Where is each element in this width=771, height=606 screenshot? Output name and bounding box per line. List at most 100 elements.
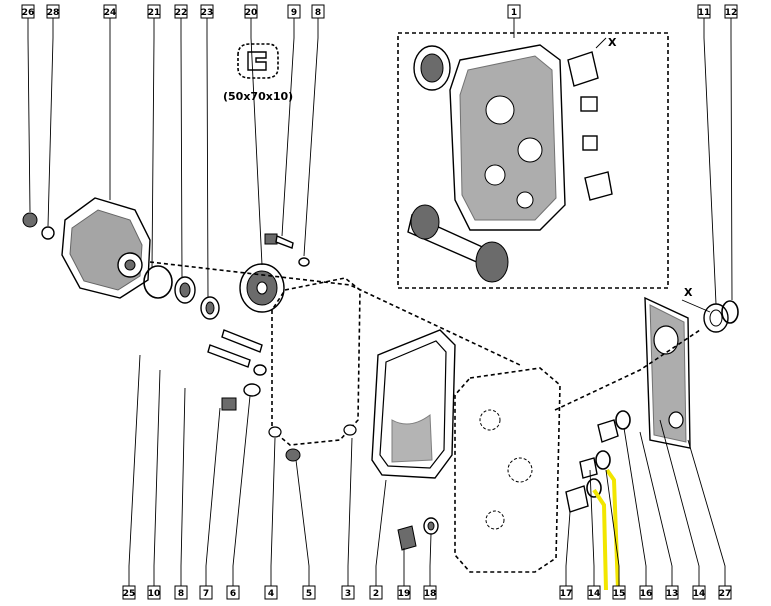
callout-number: 8 <box>315 8 321 18</box>
bottom-leader-10 <box>429 533 432 586</box>
bottom-callout-15: 15 <box>612 585 626 600</box>
cut-marker-label: X <box>684 286 693 299</box>
washer-6 <box>243 383 261 397</box>
bottom-callout-19: 19 <box>397 585 411 600</box>
callout-box <box>287 4 301 19</box>
washer-8b <box>253 364 267 376</box>
callout-number: 23 <box>201 8 214 18</box>
plug-19 <box>397 525 417 551</box>
top-leader-11 <box>730 18 733 301</box>
callout-box <box>21 4 35 19</box>
bottom-callout-16: 16 <box>639 585 653 600</box>
bottom-callout-25: 25 <box>122 585 136 600</box>
callout-box <box>174 585 188 600</box>
top-callout-24: 24 <box>103 4 117 19</box>
top-leader-6 <box>250 18 263 266</box>
inset-bearings <box>567 51 613 201</box>
top-leader-10 <box>703 18 717 305</box>
inset-housing <box>449 44 566 231</box>
inset-gear <box>413 45 451 91</box>
top-callout-21: 21 <box>147 4 161 19</box>
seal-icon <box>237 43 279 79</box>
stud-25 <box>221 329 263 353</box>
callout-box <box>612 585 626 600</box>
bottom-leader-11 <box>565 511 571 586</box>
callout-box <box>226 585 240 600</box>
leaders-top <box>27 18 733 305</box>
bottom-callout-14: 14 <box>587 585 601 600</box>
main-housing <box>454 367 561 573</box>
callout-number: 8 <box>178 589 184 599</box>
callout-number: 12 <box>725 8 738 18</box>
callout-number: 18 <box>424 589 437 599</box>
highlight-leader-15 <box>605 468 620 591</box>
callout-number: 16 <box>640 589 653 599</box>
ring-12 <box>721 300 739 324</box>
callout-box <box>507 4 521 19</box>
callout-number: 27 <box>719 589 732 599</box>
plug-7 <box>221 397 237 411</box>
washer-28 <box>41 226 55 240</box>
bottom-callout-10: 10 <box>147 585 161 600</box>
callout-number: 7 <box>203 589 209 599</box>
callout-box <box>397 585 411 600</box>
callout-number: 13 <box>666 589 679 599</box>
top-callout-8: 8 <box>311 4 325 19</box>
callout-number: 6 <box>230 589 236 599</box>
highlight-leader-15b <box>592 488 608 591</box>
dowel-4 <box>268 426 282 438</box>
parts-drawing <box>22 32 739 573</box>
bottom-leader-8 <box>375 479 387 586</box>
callout-box <box>423 585 437 600</box>
callout-number: 1 <box>511 8 517 18</box>
callout-box <box>692 585 706 600</box>
seal-spec-label: (50x70x10) <box>223 90 293 103</box>
top-leader-4 <box>180 18 183 279</box>
callout-number: 15 <box>613 589 626 599</box>
bottom-leader-6 <box>295 459 310 586</box>
top-callout-20: 20 <box>244 4 258 19</box>
callout-number: 2 <box>373 589 379 599</box>
bottom-leader-17 <box>687 439 726 586</box>
top-callout-11: 11 <box>697 4 711 19</box>
callout-box <box>587 585 601 600</box>
callout-box <box>697 4 711 19</box>
callout-number: 19 <box>398 589 411 599</box>
callout-box <box>46 4 60 19</box>
callout-number: 3 <box>345 589 351 599</box>
bottom-leader-12 <box>589 469 595 586</box>
callout-number: 4 <box>268 589 274 599</box>
callout-box <box>302 585 316 600</box>
top-callout-23: 23 <box>200 4 214 19</box>
callout-box <box>341 585 355 600</box>
gasket-3 <box>271 277 361 446</box>
callout-number: 17 <box>560 589 573 599</box>
top-leader-8 <box>303 18 319 257</box>
bottom-leader-3 <box>205 407 221 586</box>
callout-number: 5 <box>306 589 312 599</box>
bottom-callout-3: 3 <box>341 585 355 600</box>
bottom-callout-4: 4 <box>264 585 278 600</box>
callout-box <box>147 585 161 600</box>
top-leader-1 <box>47 18 54 227</box>
callout-box <box>200 4 214 19</box>
bottom-callout-7: 7 <box>199 585 213 600</box>
callout-number: 24 <box>104 8 117 18</box>
callout-box <box>147 4 161 19</box>
bushing-17 <box>565 485 589 513</box>
bottom-callout-6: 6 <box>226 585 240 600</box>
callout-number: 21 <box>148 8 161 18</box>
oring-21 <box>143 265 173 299</box>
assembly-inset-box <box>397 32 669 289</box>
callout-box <box>311 4 325 19</box>
callout-number: 14 <box>693 589 706 599</box>
top-callout-26: 26 <box>21 4 35 19</box>
bottom-leader-5 <box>270 437 276 586</box>
washer-8 <box>298 257 310 267</box>
bottom-leader-7 <box>347 437 353 586</box>
callout-number: 22 <box>175 8 188 18</box>
bottom-leader-16 <box>659 419 700 586</box>
bottom-callout-5: 5 <box>302 585 316 600</box>
